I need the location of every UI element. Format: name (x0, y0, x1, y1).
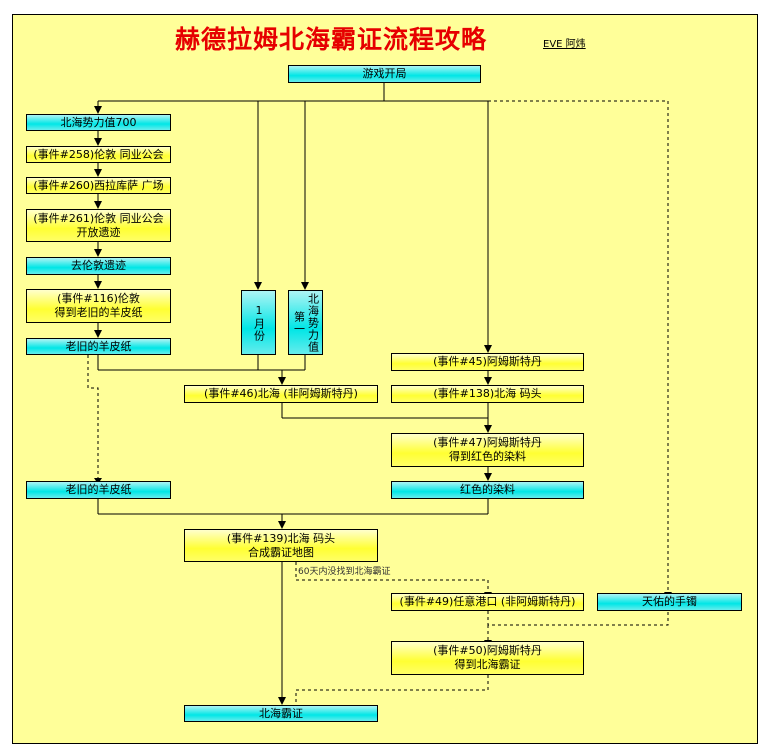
dashed-connector (488, 100, 669, 592)
node-blessed-bracelet: 天佑的手镯 (597, 593, 742, 611)
node-event-261: (事件#261)伦敦 同业公会 开放遗迹 (26, 209, 171, 242)
node-start: 游戏开局 (288, 65, 481, 83)
node-event-46: (事件#46)北海 (非阿姆斯特丹) (184, 385, 378, 403)
node-old-parchment-2: 老旧的羊皮纸 (26, 481, 171, 499)
node-north-sea-power-700: 北海势力值700 (26, 114, 171, 131)
node-event-49: (事件#49)任意港口 (非阿姆斯特丹) (391, 593, 584, 611)
dashed-connector (487, 611, 669, 626)
node-event-116: (事件#116)伦敦 得到老旧的羊皮纸 (26, 289, 171, 323)
dashed-connector (87, 355, 99, 478)
dashed-connector (295, 562, 489, 592)
node-old-parchment: 老旧的羊皮纸 (26, 338, 171, 355)
page-title: 赫德拉姆北海霸证流程攻略 (175, 25, 488, 54)
node-event-260: (事件#260)西拉库萨 广场 (26, 177, 171, 194)
node-event-258: (事件#258)伦敦 同业公会 (26, 146, 171, 163)
node-north-sea-power-first: 北海势力值第一 (288, 290, 323, 355)
timeout-note: 60天内没找到北海霸证 (298, 567, 391, 577)
node-north-sea-license: 北海霸证 (184, 705, 378, 722)
node-event-47: (事件#47)阿姆斯特丹 得到红色的染料 (391, 433, 584, 467)
diagram-canvas (12, 14, 758, 744)
node-event-45: (事件#45)阿姆斯特丹 (391, 353, 584, 371)
node-go-london-ruins: 去伦敦遗迹 (26, 257, 171, 275)
dashed-connector (295, 675, 489, 704)
node-january: 1月份 (241, 290, 276, 355)
node-event-139: (事件#139)北海 码头 合成霸证地图 (184, 529, 378, 562)
author-credit: EVE 阿炜 (543, 39, 586, 50)
node-red-dye: 红色的染料 (391, 481, 584, 499)
node-event-138: (事件#138)北海 码头 (391, 385, 584, 403)
node-event-50: (事件#50)阿姆斯特丹 得到北海霸证 (391, 641, 584, 675)
